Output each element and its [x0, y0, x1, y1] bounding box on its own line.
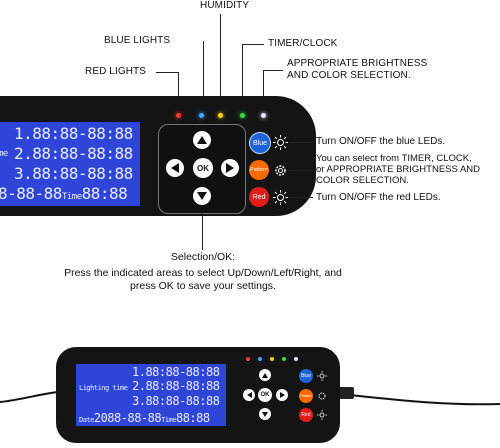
- bottom-up-button[interactable]: [259, 369, 271, 381]
- blue-leader-v: [203, 41, 204, 100]
- top-up-button[interactable]: [193, 131, 211, 149]
- top-lcd-row4: 8-88-88Time88:88: [0, 184, 128, 203]
- led-red-icon: [176, 113, 181, 118]
- arrow-left-icon: [246, 392, 252, 398]
- bottom-red-button[interactable]: Red: [299, 408, 313, 422]
- arrow-left-icon: [171, 163, 179, 173]
- top-red-button[interactable]: Red: [249, 187, 269, 207]
- red-description: Turn ON/OFF the red LEDs.: [316, 192, 441, 203]
- brightness-label: APPROPRIATE BRIGHTNESS AND COLOR SELECTI…: [287, 58, 428, 81]
- red-desc-leader: [289, 197, 313, 198]
- red-leader-v: [178, 72, 179, 100]
- timer-clock-label: TIMER/CLOCK: [268, 38, 338, 49]
- bottom-lcd-lighting-time: Lighting time: [79, 384, 128, 392]
- cable: [0, 391, 500, 406]
- bottom-led-red-icon: [246, 357, 250, 361]
- bottom-lcd-row3: 3.88:88-88:88: [132, 394, 220, 408]
- sun-icon-red: [273, 190, 288, 205]
- top-left-button[interactable]: [166, 159, 184, 177]
- led-brightness-icon: [261, 113, 266, 118]
- red-leader-h: [156, 72, 178, 73]
- timer-leader-h: [242, 44, 264, 45]
- bottom-ok-button[interactable]: OK: [258, 388, 272, 402]
- bottom-blue-button[interactable]: Blue: [299, 369, 313, 383]
- timer-leader-v: [242, 44, 243, 100]
- bottom-gear-icon: [318, 392, 326, 400]
- selection-title: Selection/OK:: [170, 251, 236, 263]
- blue-description: Turn ON/OFF the blue LEDs.: [316, 136, 446, 147]
- selection-line1: Press the indicated areas to select Up/D…: [64, 267, 342, 279]
- top-right-button[interactable]: [221, 159, 239, 177]
- top-pattern-button[interactable]: Pattern: [249, 160, 269, 180]
- pattern-description: You can select from TIMER, CLOCK, or APP…: [316, 153, 481, 186]
- brightness-leader-h: [263, 70, 283, 71]
- selection-instructions: Selection/OK: Press the indicated areas …: [0, 251, 406, 293]
- bottom-right-button[interactable]: [276, 389, 288, 401]
- blue-desc-leader: [289, 142, 313, 143]
- humidity-leader: [220, 14, 221, 100]
- bottom-led-timer-icon: [282, 357, 286, 361]
- top-lcd-screen: 1.88:88-88:88 me 2.88:88-88:88 3.88:88-8…: [0, 122, 140, 206]
- bottom-led-brightness-icon: [294, 357, 298, 361]
- led-humidity-icon: [218, 113, 223, 118]
- top-down-button[interactable]: [193, 187, 211, 205]
- selection-leader: [202, 212, 203, 250]
- bottom-lcd-row1: 1.88:88-88:88: [132, 365, 220, 379]
- arrow-right-icon: [279, 392, 285, 398]
- cable-connector: [338, 387, 354, 399]
- sun-icon: [273, 135, 288, 150]
- led-timer-icon: [240, 113, 245, 118]
- bottom-left-button[interactable]: [243, 389, 255, 401]
- gear-icon: [275, 165, 286, 176]
- red-lights-label: RED LIGHTS: [85, 66, 147, 77]
- selection-line2: press OK to save your settings.: [130, 280, 276, 292]
- bottom-lcd-screen: 1.88:88-88:88 Lighting time 2.88:88-88:8…: [76, 364, 226, 426]
- brightness-leader-v: [263, 70, 264, 100]
- top-blue-button[interactable]: Blue: [249, 132, 271, 154]
- arrow-down-icon: [262, 411, 268, 417]
- top-lcd-row1: 1.88:88-88:88: [14, 124, 133, 143]
- arrow-up-icon: [197, 136, 207, 144]
- arrow-down-icon: [197, 192, 207, 200]
- arrow-up-icon: [262, 372, 268, 378]
- top-ok-button[interactable]: OK: [193, 158, 213, 178]
- blue-lights-label: BLUE LIGHTS: [104, 35, 171, 46]
- top-dpad-panel: OK: [158, 124, 246, 214]
- bottom-pattern-button[interactable]: Pattern: [299, 389, 313, 403]
- arrow-right-icon: [226, 163, 234, 173]
- bottom-lcd-row4: Date2088-88-88Time88:88: [79, 411, 210, 425]
- bottom-sun-icon: [317, 371, 327, 381]
- top-lcd-row3: 3.88:88-88:88: [14, 164, 133, 183]
- bottom-lcd-row2: 2.88:88-88:88: [132, 379, 220, 393]
- led-blue-icon: [199, 113, 204, 118]
- top-lcd-row2-prefix: me: [0, 149, 8, 159]
- humidity-label: HUMIDITY: [200, 0, 250, 11]
- pattern-desc-leader: [289, 170, 313, 171]
- top-lcd-row2: 2.88:88-88:88: [14, 144, 133, 163]
- bottom-down-button[interactable]: [259, 408, 271, 420]
- bottom-led-blue-icon: [258, 357, 262, 361]
- bottom-sun-icon-red: [317, 410, 327, 420]
- bottom-led-humidity-icon: [270, 357, 274, 361]
